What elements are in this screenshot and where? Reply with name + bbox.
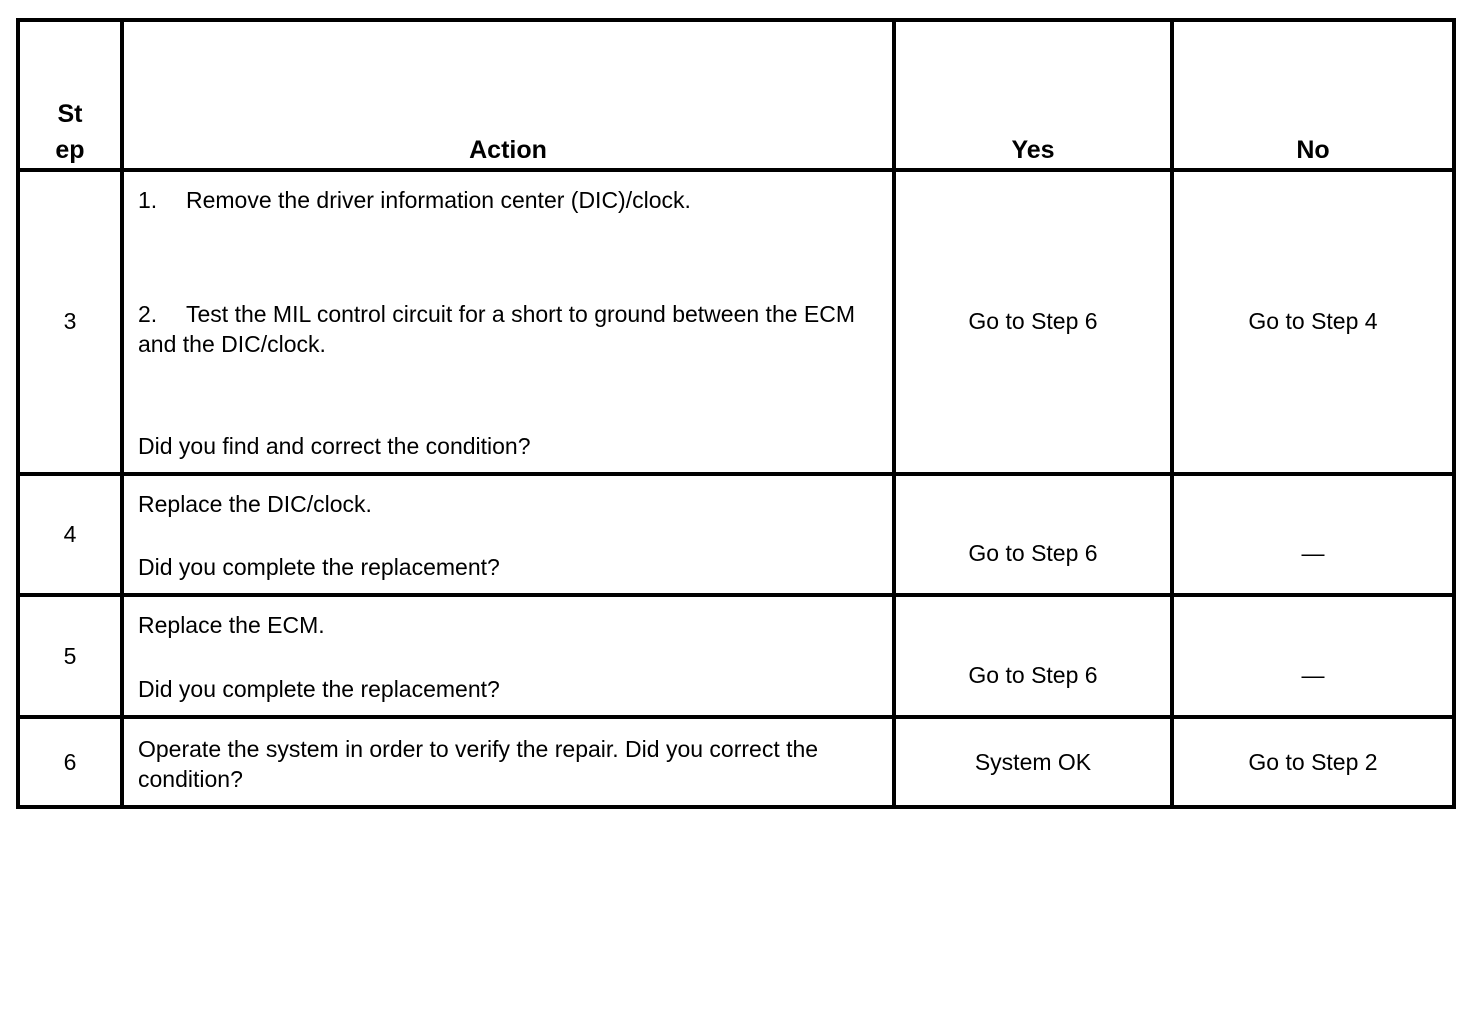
table-row: 3 1. Remove the driver information center… bbox=[16, 168, 1456, 476]
step-number: 4 bbox=[16, 471, 124, 598]
answer-yes: System OK bbox=[892, 715, 1174, 809]
column-header-no: No bbox=[1170, 18, 1456, 172]
table-row: 4 Replace the DIC/clock. Did you complet… bbox=[16, 471, 1456, 598]
table-row: 6 Operate the system in order to verify … bbox=[16, 715, 1456, 809]
action-item-text: Test the MIL control circuit for a short… bbox=[138, 300, 856, 357]
action-cell: Replace the ECM. Did you complete the re… bbox=[120, 593, 896, 720]
spacer bbox=[138, 360, 882, 432]
action-question: Did you complete the replacement? bbox=[138, 554, 500, 581]
spacer bbox=[138, 519, 882, 553]
column-header-step: St ep bbox=[16, 18, 124, 172]
column-header-step-line1: St bbox=[57, 100, 83, 128]
answer-no: Go to Step 4 bbox=[1170, 168, 1456, 476]
table-header-row: St ep Action Yes No bbox=[16, 18, 1456, 172]
action-statement: Replace the ECM. bbox=[138, 612, 325, 639]
column-header-step-line2: ep bbox=[55, 135, 85, 164]
action-item-text: Remove the driver information center (DI… bbox=[186, 187, 691, 213]
table-row: 5 Replace the ECM. Did you complete the … bbox=[16, 593, 1456, 720]
action-cell: 1. Remove the driver information center (… bbox=[120, 168, 896, 476]
action-item-number: 1. bbox=[138, 187, 158, 213]
answer-yes: Go to Step 6 bbox=[892, 471, 1174, 598]
action-item: 1. Remove the driver information center (… bbox=[138, 186, 882, 216]
action-item-number: 2. bbox=[138, 300, 158, 327]
step-number: 5 bbox=[16, 593, 124, 720]
answer-yes: Go to Step 6 bbox=[892, 593, 1174, 720]
action-cell: Replace the DIC/clock. Did you complete … bbox=[120, 471, 896, 598]
spacer bbox=[138, 216, 882, 300]
column-header-action: Action bbox=[120, 18, 896, 172]
answer-yes: Go to Step 6 bbox=[892, 168, 1174, 476]
answer-no: — bbox=[1170, 471, 1456, 598]
column-header-yes: Yes bbox=[892, 18, 1174, 172]
action-statement: Replace the DIC/clock. bbox=[138, 490, 372, 517]
step-number: 6 bbox=[16, 715, 124, 809]
action-cell: Operate the system in order to verify th… bbox=[120, 715, 896, 809]
answer-no: Go to Step 2 bbox=[1170, 715, 1456, 809]
action-item: 2.Test the MIL control circuit for a sho… bbox=[138, 300, 882, 360]
action-question: Did you find and correct the condition? bbox=[138, 432, 531, 459]
action-question: Did you complete the replacement? bbox=[138, 676, 500, 703]
answer-no: — bbox=[1170, 593, 1456, 720]
step-number: 3 bbox=[16, 168, 124, 476]
spacer bbox=[138, 641, 882, 675]
action-statement: Operate the system in order to verify th… bbox=[138, 736, 825, 793]
diagnostic-steps-table: St ep Action Yes No 3 1. Remove the drive… bbox=[16, 18, 1456, 809]
